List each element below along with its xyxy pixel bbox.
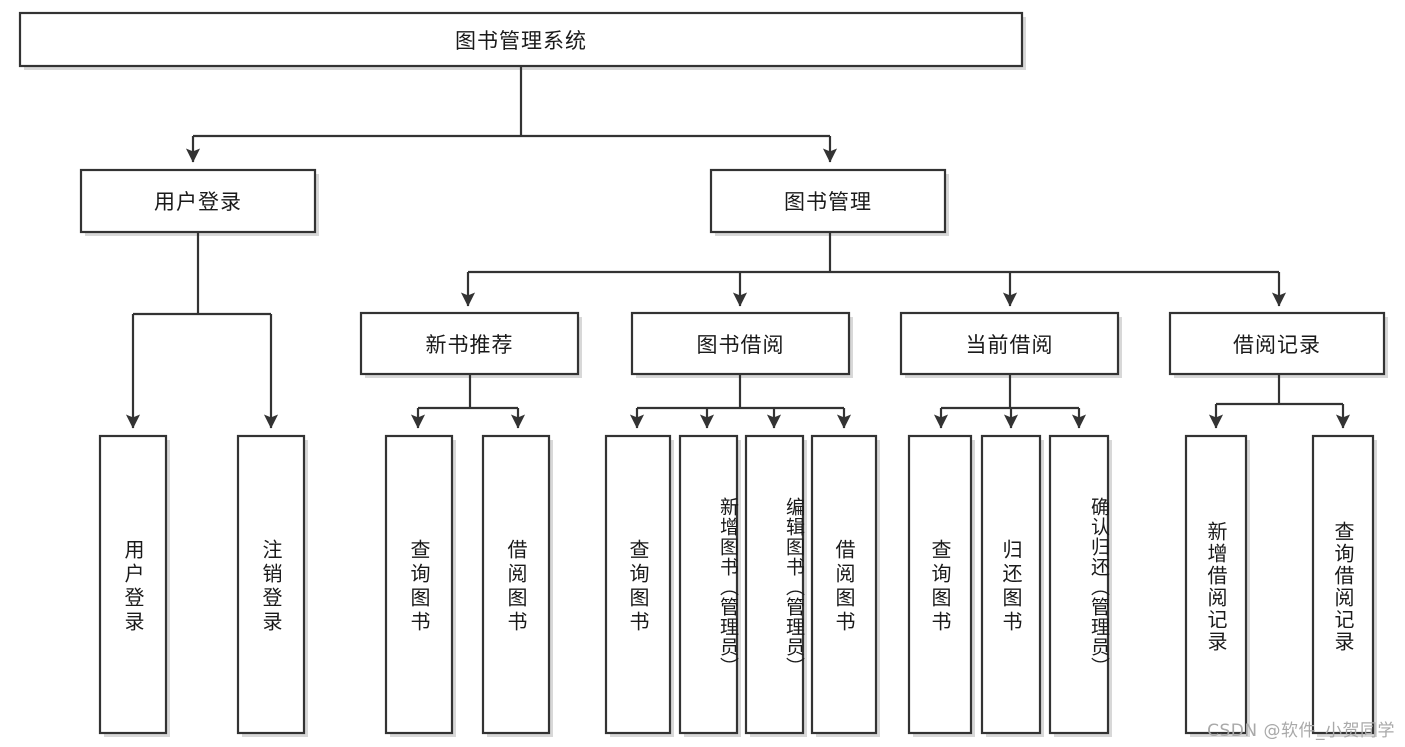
node-box-borrow-record[interactable]: [1168, 311, 1386, 376]
csdn-watermark: CSDN @软件_小贺同学: [1207, 721, 1395, 741]
node-box-leaf-11[interactable]: [1184, 434, 1248, 735]
node-box-leaf-1[interactable]: [236, 434, 306, 735]
node-box-book-management[interactable]: [709, 168, 947, 234]
node-box-user-login[interactable]: [79, 168, 317, 234]
node-box-leaf-8[interactable]: [907, 434, 973, 735]
node-box-leaf-5[interactable]: [678, 434, 739, 735]
node-box-leaf-10[interactable]: [1048, 434, 1110, 735]
node-box-new-book-recommend[interactable]: [359, 311, 580, 376]
node-box-book-borrow[interactable]: [630, 311, 851, 376]
node-box-leaf-0[interactable]: [98, 434, 168, 735]
node-box-leaf-3[interactable]: [481, 434, 551, 735]
node-box-leaf-7[interactable]: [810, 434, 878, 735]
node-box-leaf-6[interactable]: [744, 434, 805, 735]
node-box-leaf-2[interactable]: [384, 434, 454, 735]
node-box-leaf-4[interactable]: [604, 434, 672, 735]
node-box-current-borrow[interactable]: [899, 311, 1120, 376]
node-box-root[interactable]: [18, 11, 1024, 68]
node-box-leaf-12[interactable]: [1311, 434, 1375, 735]
node-box-leaf-9[interactable]: [980, 434, 1042, 735]
